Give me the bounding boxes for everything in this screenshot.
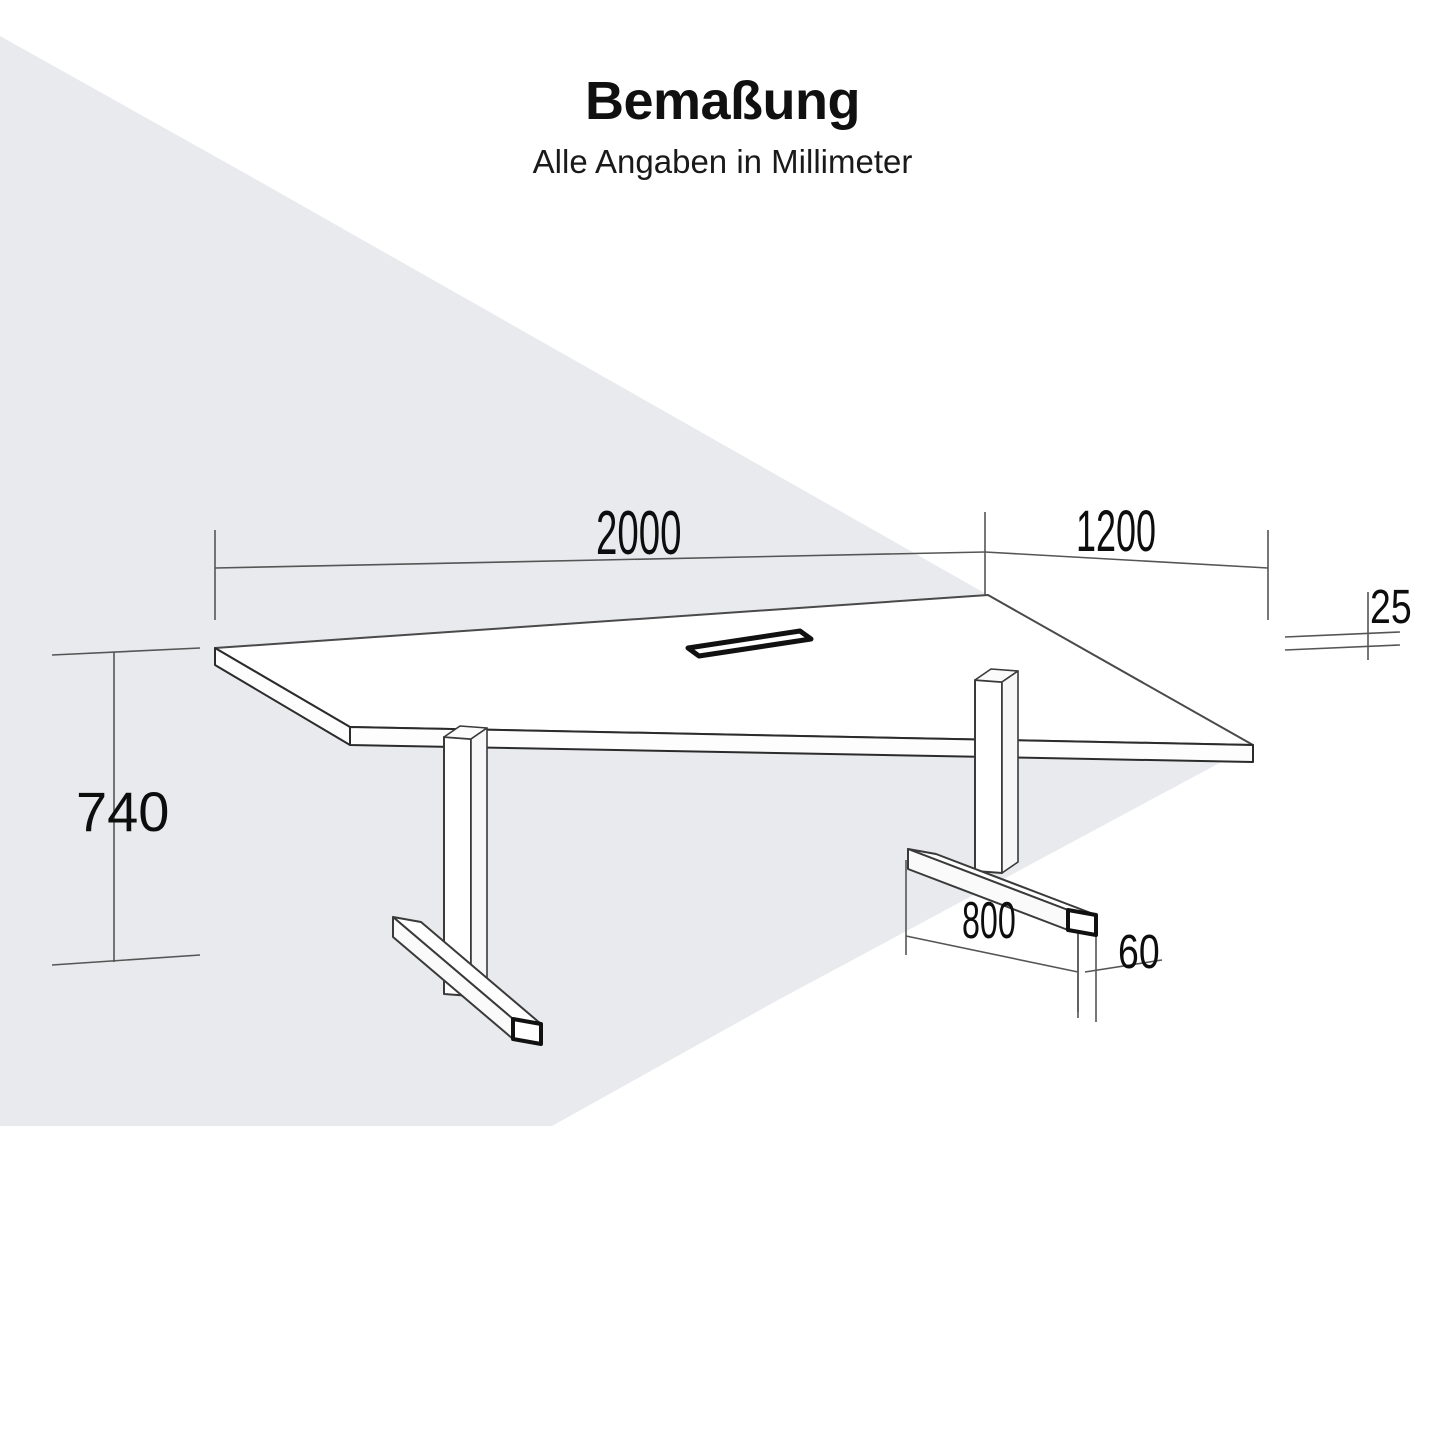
dimension-label-800: 800 [962, 892, 1016, 950]
leg-left-column-side [470, 727, 488, 997]
cable-grommet-outline [685, 628, 814, 659]
dimension-label-740: 740 [76, 780, 170, 843]
leader-line [1084, 959, 1163, 973]
leader-bottom [51, 954, 201, 966]
leg-right [907, 668, 1098, 937]
dimension-label-2000: 2000 [596, 499, 682, 568]
cable-grommet-icon [685, 628, 814, 659]
dimension-740 [51, 647, 201, 966]
dimension-1200 [984, 530, 1269, 620]
leader-top [1284, 631, 1401, 638]
dimension-line [214, 551, 986, 569]
leg-left-foot-endcap [511, 1017, 543, 1046]
leg-right-column-side [1001, 670, 1019, 874]
leg-right-column-front [974, 679, 1003, 874]
leg-left [392, 725, 543, 1046]
leg-right-foot-endcap [1066, 908, 1098, 937]
leader-top [51, 647, 201, 656]
dimension-label-60: 60 [1118, 926, 1160, 979]
dimension-line [984, 551, 1269, 569]
dimension-label-1200: 1200 [1076, 499, 1156, 564]
leader-bottom [1284, 644, 1401, 651]
dimension-2000 [214, 512, 986, 620]
dimension-25 [1284, 592, 1401, 660]
floor-shadow-plane [0, 36, 1253, 1126]
dimension-60 [1077, 918, 1163, 1022]
dimension-label-25: 25 [1370, 581, 1412, 634]
dimension-line [905, 935, 1079, 973]
tabletop-front-edge [349, 726, 1254, 763]
